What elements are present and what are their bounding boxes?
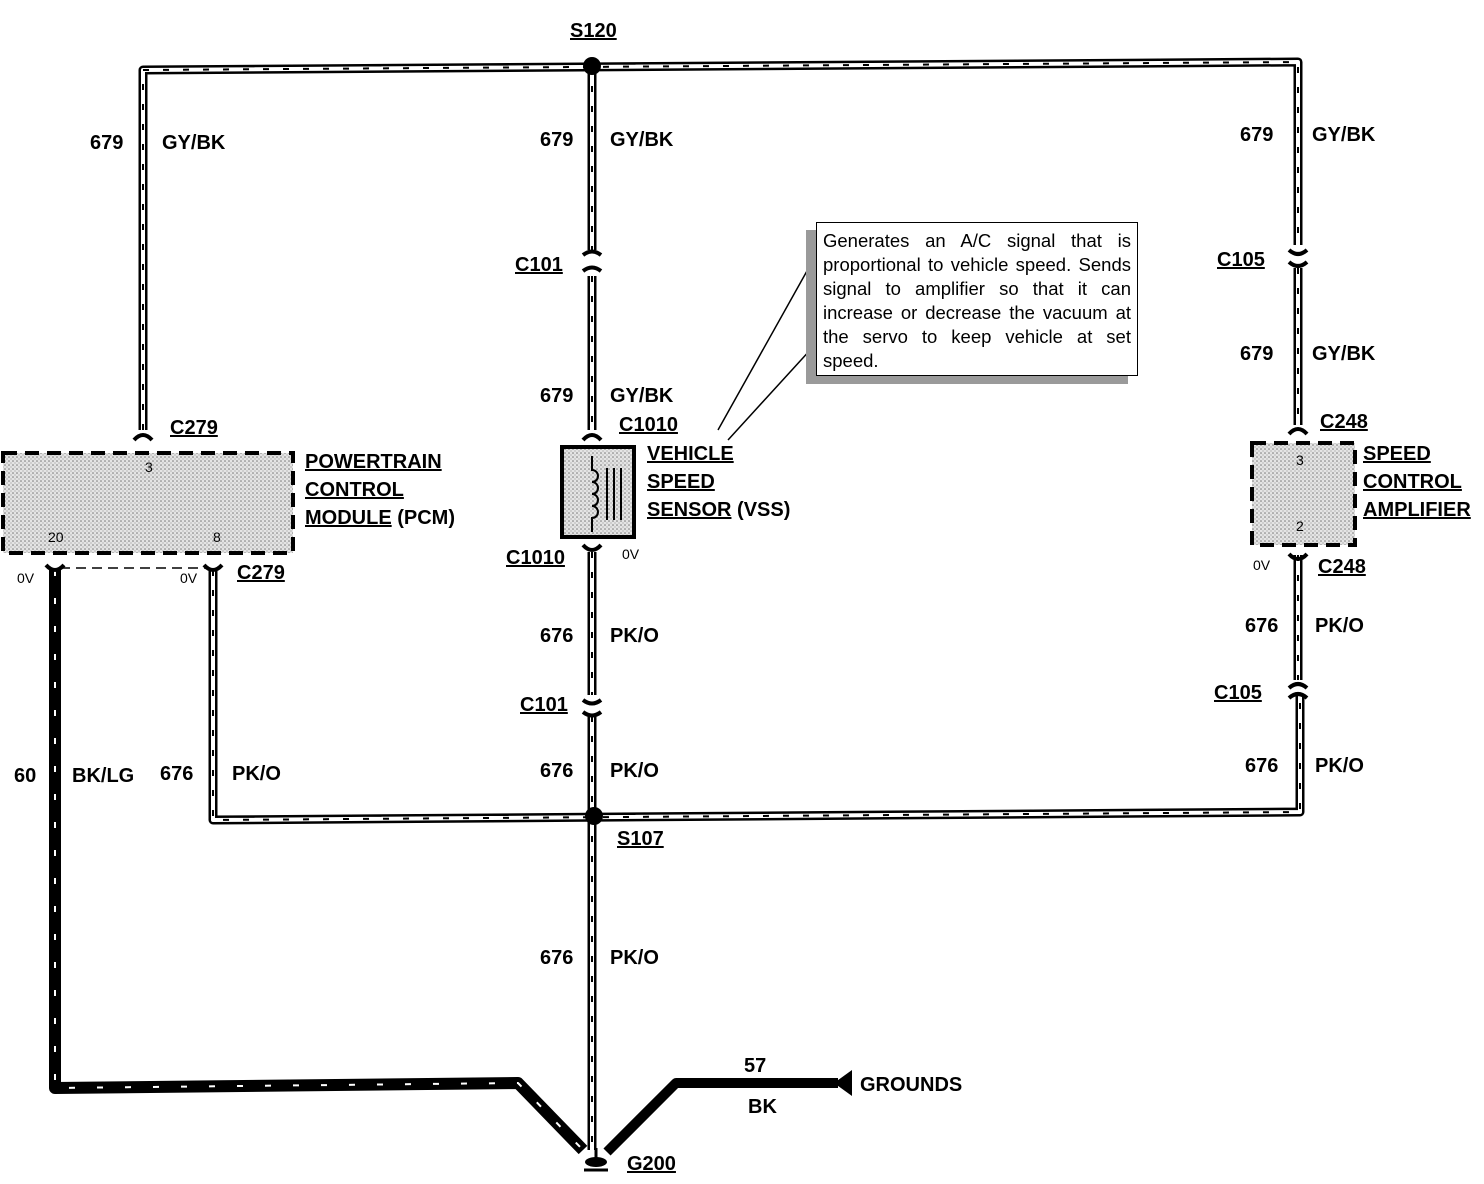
- wire-label-679-right-mid: 679: [1240, 343, 1273, 365]
- amp-pin-3: 3: [1296, 452, 1304, 468]
- wire-color-gybk-center-mid: GY/BK: [610, 385, 674, 407]
- voltage-pcm-pin20: 0V: [17, 570, 35, 586]
- connector-c248-bottom: C248: [1318, 556, 1366, 578]
- wire-57: [603, 1078, 838, 1156]
- pcm-label-line3: MODULE (PCM): [305, 507, 455, 529]
- wire-color-bklg: BK/LG: [72, 765, 134, 787]
- amp-pin-2: 2: [1296, 518, 1304, 534]
- wire-label-676-center-2: 676: [540, 760, 573, 782]
- wire-color-gybk-right-top: GY/BK: [1312, 124, 1376, 146]
- wire-color-gybk-left: GY/BK: [162, 132, 226, 154]
- splice-s107: S107: [617, 828, 664, 850]
- voltage-amp: 0V: [1253, 557, 1271, 573]
- vss-description-note: Generates an A/C signal that is proporti…: [816, 222, 1138, 376]
- pcm-pin-20: 20: [48, 529, 64, 545]
- wire-color-pko-right-2: PK/O: [1315, 755, 1364, 777]
- ground-g200: G200: [627, 1153, 676, 1175]
- amp-label-line2: CONTROL: [1363, 471, 1462, 493]
- connector-c101-bottom: C101: [520, 694, 568, 716]
- wire-color-gybk-right-mid: GY/BK: [1312, 343, 1376, 365]
- grounds-label: GROUNDS: [860, 1074, 962, 1096]
- wire-label-679-center-mid: 679: [540, 385, 573, 407]
- pcm-pin-8: 8: [213, 529, 221, 545]
- wire-label-60: 60: [14, 765, 36, 787]
- pcm-module: [1, 451, 295, 569]
- wire-color-gybk-center-top: GY/BK: [610, 129, 674, 151]
- wire-label-676-center-3: 676: [540, 947, 573, 969]
- connector-c1010-top: C1010: [619, 414, 678, 436]
- ground-icon: [584, 1148, 608, 1172]
- voltage-vss: 0V: [622, 546, 640, 562]
- vss-sensor: [560, 445, 636, 539]
- wire-color-pko-left: PK/O: [232, 763, 281, 785]
- amp-label-line1: SPEED: [1363, 443, 1431, 465]
- vss-label-line3: SENSOR (VSS): [647, 499, 790, 521]
- wire-label-676-left: 676: [160, 763, 193, 785]
- connector-c105-top: C105: [1217, 249, 1265, 271]
- wire-label-676-right-2: 676: [1245, 755, 1278, 777]
- wire-color-pko-center-3: PK/O: [610, 947, 659, 969]
- note-leader: [717, 261, 813, 441]
- pcm-label-line2: CONTROL: [305, 479, 404, 501]
- wire-color-pko-right-1: PK/O: [1315, 615, 1364, 637]
- wire-label-679-left: 679: [90, 132, 123, 154]
- grounds-arrow-icon: [834, 1070, 852, 1096]
- speed-control-amplifier: [1250, 441, 1357, 547]
- splice-s107-dot: [585, 807, 603, 825]
- connector-c1010-bottom: C1010: [506, 547, 565, 569]
- splice-s120: S120: [570, 20, 617, 42]
- coil-icon: [591, 456, 599, 532]
- wire-label-679-center-top: 679: [540, 129, 573, 151]
- connector-c279-top: C279: [170, 417, 218, 439]
- vss-label-line1: VEHICLE: [647, 443, 734, 465]
- connector-c279-bottom: C279: [237, 562, 285, 584]
- wire-color-pko-center-1: PK/O: [610, 625, 659, 647]
- connector-c105-bottom: C105: [1214, 682, 1262, 704]
- wire-676-network: [208, 552, 1305, 1150]
- wire-color-pko-center-2: PK/O: [610, 760, 659, 782]
- wire-color-bk: BK: [748, 1096, 777, 1118]
- voltage-pcm-pin8: 0V: [180, 570, 198, 586]
- splice-s120-dot: [583, 57, 601, 75]
- wire-label-57: 57: [744, 1055, 766, 1077]
- connector-c248-top: C248: [1320, 411, 1368, 433]
- connector-c101-top: C101: [515, 254, 563, 276]
- wire-label-676-center-1: 676: [540, 625, 573, 647]
- vss-label-line2: SPEED: [647, 471, 715, 493]
- wire-60: [49, 570, 588, 1155]
- pcm-pin-3: 3: [145, 459, 153, 475]
- amp-label-line3: AMPLIFIER: [1363, 499, 1471, 521]
- connector-symbols: [44, 248, 1309, 718]
- pcm-label-line1: POWERTRAIN: [305, 451, 442, 473]
- wire-679-network: [138, 57, 1303, 430]
- wire-label-676-right-1: 676: [1245, 615, 1278, 637]
- wire-label-679-right-top: 679: [1240, 124, 1273, 146]
